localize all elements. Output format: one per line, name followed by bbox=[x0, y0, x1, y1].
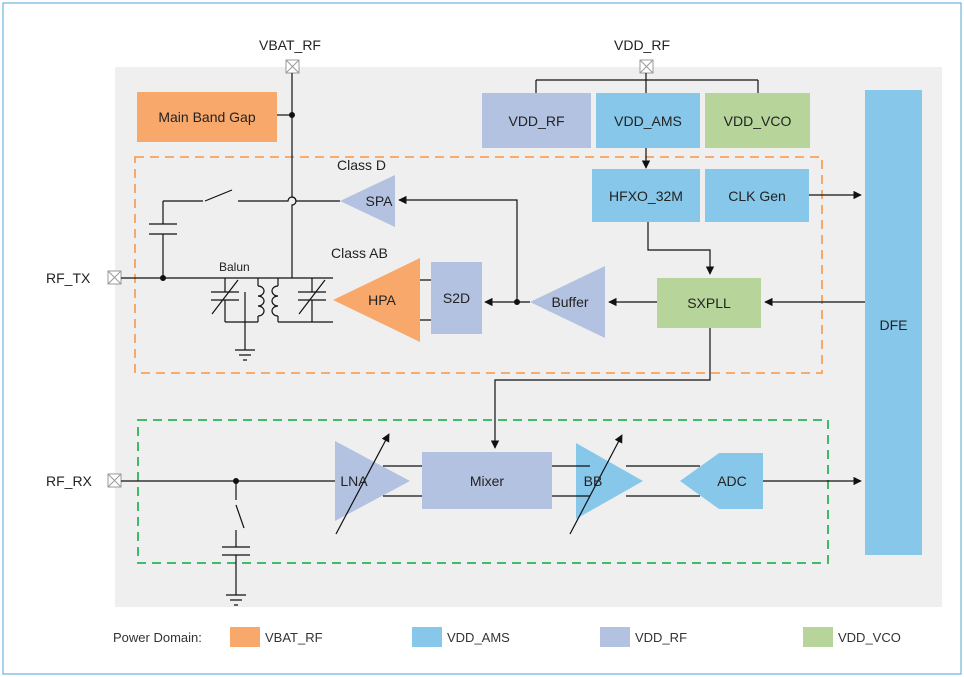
spa-amplifier bbox=[340, 175, 395, 227]
vdd-vco-label: VDD_VCO bbox=[723, 112, 792, 129]
dfe-block bbox=[865, 90, 922, 555]
vdd-vco-block bbox=[705, 93, 810, 148]
s2d-label: S2D bbox=[442, 290, 471, 306]
dfe-label: DFE bbox=[879, 317, 908, 333]
mixer-label: Mixer bbox=[469, 472, 505, 489]
legend-label-vdd-ams: VDD_AMS bbox=[447, 630, 510, 645]
class-d-label: Class D bbox=[337, 157, 387, 173]
hfxo-label: HFXO_32M bbox=[609, 187, 683, 204]
mixer-block bbox=[422, 452, 552, 509]
bb-label: BB bbox=[583, 473, 603, 489]
legend-title: Power Domain: bbox=[113, 630, 202, 645]
rf-rx-pin bbox=[107, 473, 122, 488]
vdd-rf-label: VDD_RF bbox=[508, 112, 565, 129]
buffer-label: Buffer bbox=[551, 294, 589, 310]
legend-swatch-vdd-rf bbox=[600, 627, 630, 647]
rf-tx-pin bbox=[107, 270, 122, 285]
adc-label: ADC bbox=[717, 473, 747, 489]
vdd-ams-block bbox=[596, 93, 700, 148]
tx-wires bbox=[121, 73, 865, 449]
vdd-rf-pin bbox=[639, 59, 654, 74]
lna-label: LNA bbox=[340, 473, 368, 489]
legend-swatch-vbat-rf bbox=[230, 627, 260, 647]
vbat-rf-pin bbox=[285, 59, 300, 74]
main-band-gap-block bbox=[137, 92, 277, 142]
vdd-ams-label: VDD_AMS bbox=[614, 112, 682, 129]
legend-label-vbat-rf: VBAT_RF bbox=[265, 630, 323, 645]
adc-block bbox=[680, 453, 763, 509]
buffer-amplifier bbox=[530, 266, 605, 338]
vdd-rf-pin-label: VDD_RF bbox=[614, 37, 671, 53]
s2d-block bbox=[431, 262, 482, 334]
legend-label-vdd-rf: VDD_RF bbox=[635, 630, 688, 645]
bb-amplifier bbox=[576, 443, 643, 519]
vbat-rf-pin-label: VBAT_RF bbox=[259, 37, 321, 53]
hfxo-block bbox=[592, 169, 700, 222]
sxpll-block bbox=[657, 278, 761, 328]
legend-label-vdd-vco: VDD_VCO bbox=[838, 630, 901, 645]
class-ab-label: Class AB bbox=[331, 245, 388, 261]
legend-swatch-vdd-vco bbox=[803, 627, 833, 647]
variable-gain-arrows bbox=[335, 433, 623, 535]
main-band-gap-label: Main Band Gap bbox=[158, 109, 256, 125]
vdd-distribution-wires bbox=[535, 73, 759, 169]
hpa-amplifier bbox=[333, 258, 420, 342]
sxpll-label: SXPLL bbox=[687, 295, 731, 311]
hpa-label: HPA bbox=[368, 292, 396, 308]
legend-swatch-vdd-ams bbox=[412, 627, 442, 647]
rf-tx-pin-label: RF_TX bbox=[46, 270, 91, 286]
clk-gen-block bbox=[705, 169, 809, 222]
clk-gen-label: CLK Gen bbox=[728, 187, 786, 204]
rx-wires bbox=[121, 465, 862, 606]
tx-region bbox=[134, 156, 823, 374]
spa-label: SPA bbox=[365, 193, 393, 209]
rx-region bbox=[137, 419, 829, 564]
balun-label: Balun bbox=[219, 260, 250, 274]
rf-rx-pin-label: RF_RX bbox=[46, 473, 92, 489]
vdd-rf-block bbox=[482, 93, 591, 148]
